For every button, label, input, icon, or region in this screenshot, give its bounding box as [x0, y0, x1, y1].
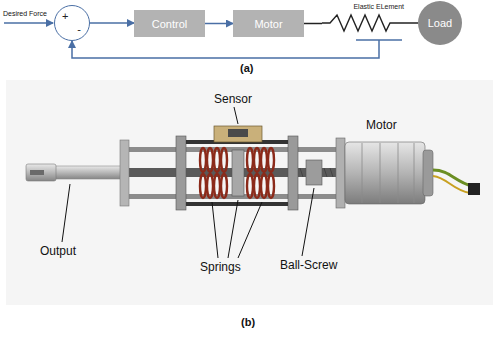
- subfigure-label: (a): [240, 62, 253, 74]
- ball-screw: [125, 168, 337, 177]
- signal-line: [90, 22, 134, 24]
- zigzag: [322, 15, 404, 31]
- load-circle: Load: [418, 1, 462, 45]
- motor-body: [345, 142, 425, 204]
- signal-line: [72, 40, 379, 58]
- part-label: Desired Force: [3, 10, 47, 17]
- node-text: Control: [152, 18, 187, 30]
- summing-junction: +-: [54, 5, 90, 41]
- elastic-element: Elastic ELement: [322, 2, 404, 42]
- process-box: Motor: [233, 10, 304, 37]
- sensor-bar: [356, 39, 402, 41]
- photo-ground: [6, 80, 493, 305]
- node-text: +: [62, 11, 68, 22]
- end-plate: [120, 140, 129, 206]
- output-slot: [30, 170, 44, 175]
- node-text: Motor: [254, 18, 282, 30]
- part-label: Output: [40, 244, 76, 258]
- part-label: Ball-Screw: [280, 258, 337, 272]
- signal-line: [404, 22, 418, 24]
- part-label: Sensor: [214, 92, 252, 106]
- node-text: Elastic ELement: [353, 2, 404, 11]
- springs: [200, 148, 274, 198]
- carriage: [232, 150, 244, 196]
- motor-plate: [336, 138, 345, 208]
- sensor-block: [214, 126, 262, 142]
- housing-plate: [176, 136, 186, 210]
- node-text: -: [77, 24, 81, 35]
- input-arrow: [4, 22, 53, 24]
- node-text: Load: [428, 17, 452, 29]
- motor-cap: [423, 150, 433, 196]
- output-rod: [55, 166, 125, 179]
- leader-lines: [62, 107, 314, 258]
- part-label: Springs: [200, 260, 241, 274]
- process-box: Control: [134, 10, 205, 37]
- signal-line: [304, 23, 322, 25]
- subfigure-label: (b): [241, 316, 255, 328]
- output-tip: [26, 164, 56, 181]
- motor-ribs: [362, 143, 414, 203]
- signal-line: [205, 23, 233, 25]
- ball-nut: [306, 160, 322, 185]
- housing-plate: [288, 136, 298, 210]
- motor-cable: [433, 176, 470, 193]
- sensor-chip: [228, 129, 248, 137]
- cable-plug: [468, 183, 480, 195]
- part-label: Motor: [366, 118, 397, 132]
